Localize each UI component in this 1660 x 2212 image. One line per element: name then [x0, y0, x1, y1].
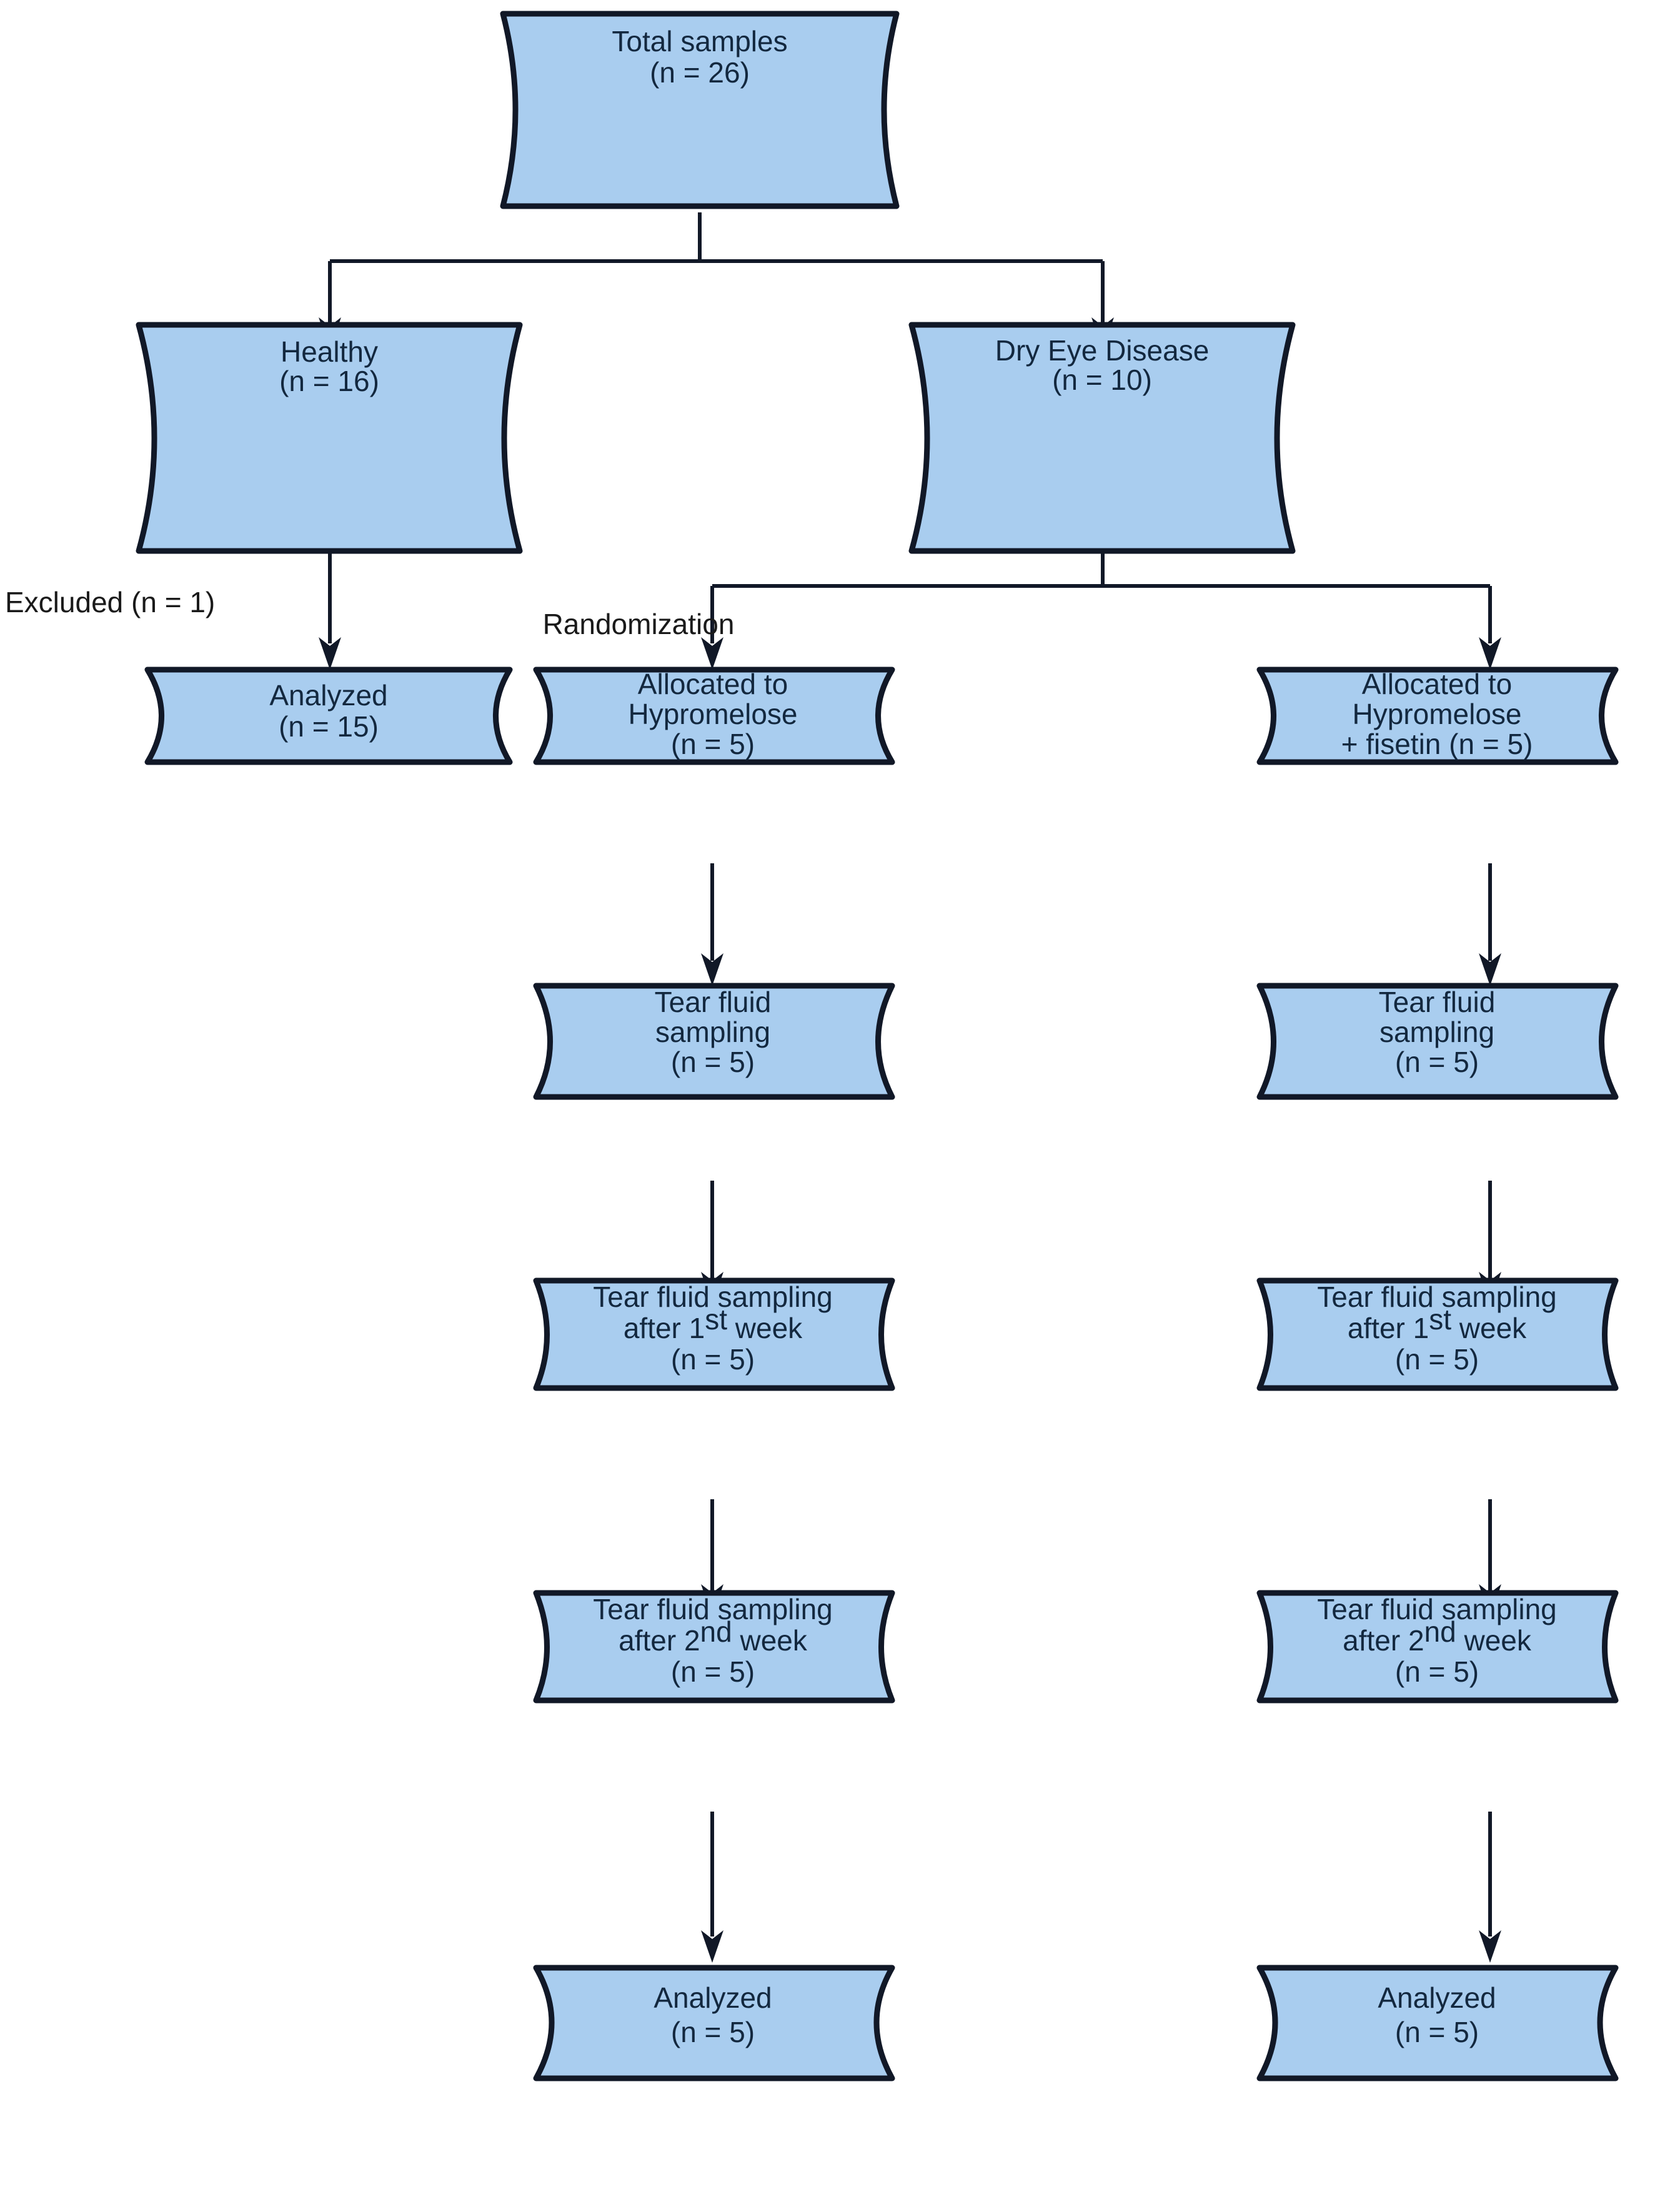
arrowhead-week2-analyzed-right — [1479, 1930, 1501, 1963]
node-analyzed-right-shape — [1256, 1965, 1619, 2081]
arrowhead-to-allocated-hypromelose — [701, 637, 723, 670]
node-analyzed-right-count: (n = 5) — [1395, 2016, 1479, 2048]
node-tear-week1-right-sup: st — [1429, 1303, 1451, 1336]
node-tear-week2-left-shape — [533, 1590, 895, 1704]
arrowhead-to-allocated-fisetin — [1479, 637, 1501, 670]
node-tear-week1-right-after: after — [1348, 1312, 1413, 1344]
node-healthy-shape — [136, 322, 523, 554]
node-healthy-count: (n = 16) — [279, 365, 379, 397]
node-dry-eye-disease[interactable]: Dry Eye Disease (n = 10) — [908, 322, 1296, 554]
arrowhead-alloc-tear-left — [701, 953, 723, 986]
node-tear-week1-left-week: week — [727, 1312, 803, 1344]
node-tear-week1-left-count: (n = 5) — [671, 1343, 755, 1376]
node-analyzed-left-label: Analyzed — [654, 1981, 772, 2014]
node-tear-week2-left-num: 2 — [684, 1624, 700, 1657]
node-tear-week1-left-line1: Tear fluid sampling — [593, 1281, 833, 1313]
node-tear-week1-right-shape — [1256, 1277, 1619, 1391]
node-tear-week1-left-after: after — [624, 1312, 689, 1344]
node-tear-week1-left-num: 1 — [689, 1312, 705, 1344]
node-tear-week1-right-num: 1 — [1413, 1312, 1429, 1344]
node-analyzed-left-shape — [533, 1965, 895, 2081]
node-tear-week2-right-num: 2 — [1408, 1624, 1424, 1657]
node-allocated-hypromelose-line1: Allocated to — [638, 668, 788, 700]
node-analyzed-right-label: Analyzed — [1378, 1981, 1496, 2014]
node-allocated-fisetin-line1: Allocated to — [1362, 668, 1512, 700]
node-allocated-hypromelose[interactable]: Allocated to Hypromelose (n = 5) — [533, 667, 895, 765]
edge-labels-layer: Excluded (n = 1) Randomization — [5, 586, 734, 640]
node-healthy-analyzed[interactable]: Analyzed (n = 15) — [144, 667, 513, 765]
node-tear-week1-right-week: week — [1451, 1312, 1527, 1344]
node-tear-week2-left-line1: Tear fluid sampling — [593, 1593, 833, 1625]
node-tear-sampling-left[interactable]: Tear fluid sampling (n = 5) — [533, 983, 895, 1100]
node-allocated-hypromelose-fisetin-shape — [1256, 667, 1619, 765]
node-tear-week2-right-week: week — [1456, 1624, 1532, 1657]
node-allocated-fisetin-line3: + fisetin (n = 5) — [1341, 728, 1533, 760]
node-allocated-hypromelose-count: (n = 5) — [671, 728, 755, 760]
node-tear-week2-right-shape — [1256, 1590, 1619, 1704]
node-tear-sampling-left-line1: Tear fluid — [655, 986, 772, 1018]
node-total-samples-shape — [500, 11, 900, 209]
edge-label-randomization: Randomization — [543, 608, 735, 640]
node-allocated-hypromelose-shape — [533, 667, 895, 765]
node-tear-sampling-right[interactable]: Tear fluid sampling (n = 5) — [1256, 983, 1619, 1100]
node-tear-week1-left-sup: st — [705, 1303, 727, 1336]
node-tear-week2-right-sup: nd — [1424, 1615, 1456, 1648]
node-tear-week2-left[interactable]: Tear fluid sampling after 2nd week (n = … — [533, 1590, 895, 1704]
node-tear-sampling-left-line2: sampling — [655, 1016, 770, 1048]
arrowhead-week2-analyzed-left — [701, 1930, 723, 1963]
node-tear-sampling-left-shape — [533, 983, 895, 1100]
edge-label-excluded: Excluded (n = 1) — [5, 586, 215, 618]
node-total-samples[interactable]: Total samples (n = 26) — [500, 11, 900, 209]
node-allocated-hypromelose-fisetin[interactable]: Allocated to Hypromelose + fisetin (n = … — [1256, 667, 1619, 765]
node-tear-week1-right[interactable]: Tear fluid sampling after 1st week (n = … — [1256, 1277, 1619, 1391]
node-allocated-fisetin-line2: Hypromelose — [1353, 698, 1522, 730]
node-analyzed-left-count: (n = 5) — [671, 2016, 755, 2048]
node-tear-week2-right[interactable]: Tear fluid sampling after 2nd week (n = … — [1256, 1590, 1619, 1704]
node-analyzed-right[interactable]: Analyzed (n = 5) — [1256, 1965, 1619, 2081]
node-tear-sampling-right-count: (n = 5) — [1395, 1046, 1479, 1078]
node-total-samples-count: (n = 26) — [650, 56, 750, 89]
node-dry-eye-disease-label: Dry Eye Disease — [995, 334, 1210, 367]
node-tear-sampling-right-shape — [1256, 983, 1619, 1100]
node-analyzed-left[interactable]: Analyzed (n = 5) — [533, 1965, 895, 2081]
node-tear-week1-left[interactable]: Tear fluid sampling after 1st week (n = … — [533, 1277, 895, 1391]
node-dry-eye-disease-shape — [908, 322, 1296, 554]
node-healthy-analyzed-count: (n = 15) — [279, 710, 379, 743]
node-healthy[interactable]: Healthy (n = 16) — [136, 322, 523, 554]
node-dry-eye-disease-count: (n = 10) — [1052, 364, 1152, 396]
node-total-samples-line1: Total samples — [612, 25, 787, 57]
node-tear-week1-right-count: (n = 5) — [1395, 1343, 1479, 1376]
node-healthy-analyzed-label: Analyzed — [269, 679, 387, 712]
node-tear-week2-right-after: after — [1343, 1624, 1408, 1657]
node-tear-week1-left-shape — [533, 1277, 895, 1391]
node-tear-week2-left-line2: after 2nd week — [619, 1615, 808, 1657]
node-tear-week2-left-after: after — [619, 1624, 684, 1657]
node-tear-week2-left-week: week — [732, 1624, 808, 1657]
arrowhead-healthy-analyzed — [319, 637, 341, 670]
node-healthy-label: Healthy — [281, 335, 378, 368]
node-tear-week2-right-line1: Tear fluid sampling — [1317, 1593, 1557, 1625]
node-tear-sampling-right-line2: sampling — [1379, 1016, 1494, 1048]
node-tear-sampling-left-count: (n = 5) — [671, 1046, 755, 1078]
node-tear-week2-left-sup: nd — [700, 1615, 732, 1648]
arrowhead-alloc-tear-right — [1479, 953, 1501, 986]
node-tear-week1-left-line2: after 1st week — [624, 1303, 803, 1344]
node-tear-week2-right-line2: after 2nd week — [1343, 1615, 1532, 1657]
node-tear-week2-right-count: (n = 5) — [1395, 1655, 1479, 1688]
node-tear-week2-left-count: (n = 5) — [671, 1655, 755, 1688]
node-tear-sampling-right-line1: Tear fluid — [1379, 986, 1496, 1018]
node-tear-week1-right-line2: after 1st week — [1348, 1303, 1527, 1344]
node-tear-week1-right-line1: Tear fluid sampling — [1317, 1281, 1557, 1313]
node-healthy-analyzed-shape — [144, 667, 513, 765]
node-allocated-hypromelose-line2: Hypromelose — [629, 698, 798, 730]
